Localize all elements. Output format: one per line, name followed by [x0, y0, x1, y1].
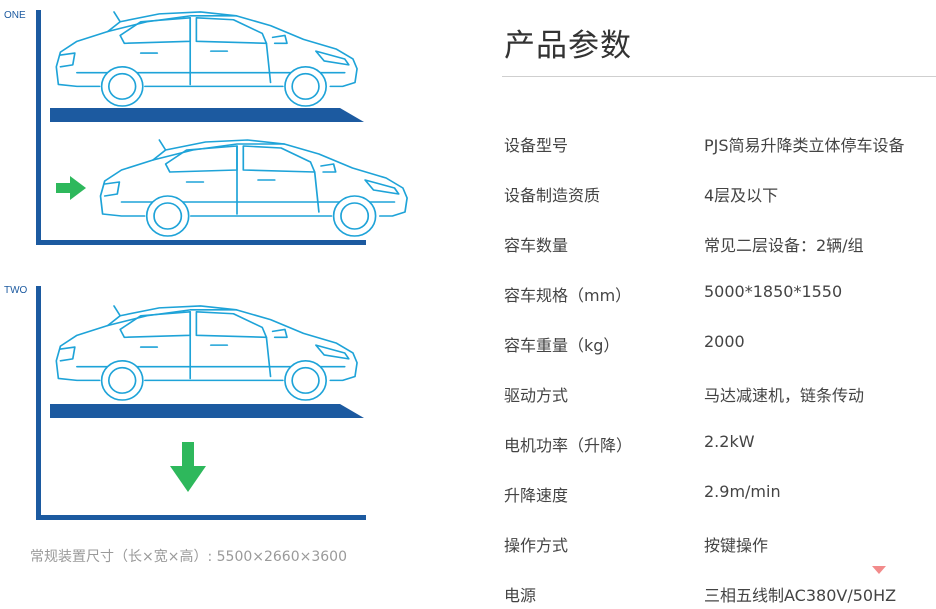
- scroll-marker-icon[interactable]: [872, 566, 886, 574]
- param-key: 电机功率（升降）: [504, 436, 633, 455]
- param-key: 操作方式: [504, 536, 569, 555]
- param-key: 设备制造资质: [504, 186, 601, 205]
- param-key: 容车数量: [504, 236, 569, 255]
- param-row: 容车规格（mm） 5000*1850*1550: [502, 282, 936, 306]
- param-row: 电机功率（升降） 2.2kW: [502, 432, 936, 456]
- param-value: 按键操作: [704, 536, 769, 555]
- car-upper-one: [55, 11, 358, 107]
- ground-two: [36, 515, 366, 520]
- column-two: [36, 286, 41, 520]
- parking-diagram: ONE TWO 常规装置尺寸（长×宽×高）: 5500×2660×3600: [4, 10, 408, 565]
- column-one: [36, 10, 41, 245]
- param-value: 4层及以下: [704, 186, 779, 205]
- arrow-down-icon: [170, 442, 206, 492]
- param-value: 2000: [704, 332, 745, 351]
- ground-one: [36, 240, 366, 245]
- label-two: TWO: [4, 285, 28, 296]
- car-two: [55, 305, 358, 401]
- param-key: 容车重量（kg）: [504, 336, 620, 355]
- param-row: 电源 三相五线制AC380V/50HZ: [502, 582, 936, 606]
- car-lower-one: [99, 139, 408, 237]
- platform-one: [50, 108, 364, 122]
- param-key: 容车规格（mm）: [504, 286, 632, 305]
- param-key: 设备型号: [504, 136, 569, 155]
- param-value: 2.9m/min: [704, 482, 781, 501]
- param-value: 三相五线制AC380V/50HZ: [704, 586, 897, 605]
- param-row: 驱动方式 马达减速机，链条传动: [502, 382, 936, 406]
- title-divider: [502, 76, 936, 77]
- arrow-right-icon: [56, 176, 86, 200]
- param-row: 设备制造资质 4层及以下: [502, 182, 936, 206]
- param-row: 操作方式 按键操作: [502, 532, 936, 556]
- param-row: 容车重量（kg） 2000: [502, 332, 936, 356]
- param-key: 驱动方式: [504, 386, 569, 405]
- param-key: 电源: [504, 586, 537, 605]
- param-value: 常见二层设备：2辆/组: [704, 236, 864, 255]
- param-row: 容车数量 常见二层设备：2辆/组: [502, 232, 936, 256]
- label-one: ONE: [4, 10, 26, 21]
- param-row: 升降速度 2.9m/min: [502, 482, 936, 506]
- dimension-note: 常规装置尺寸（长×宽×高）: 5500×2660×3600: [30, 549, 347, 565]
- param-value: 马达减速机，链条传动: [704, 386, 865, 405]
- param-key: 升降速度: [504, 486, 569, 505]
- param-value: 2.2kW: [704, 432, 755, 451]
- product-params: 产品参数 设备型号 PJS简易升降类立体停车设备 设备制造资质 4层及以下 容车…: [502, 0, 936, 609]
- platform-two: [50, 404, 364, 418]
- param-value: PJS简易升降类立体停车设备: [704, 136, 905, 155]
- diagram-svg: [36, 10, 408, 520]
- param-row: 设备型号 PJS简易升降类立体停车设备: [502, 132, 936, 156]
- param-value: 5000*1850*1550: [704, 282, 843, 301]
- page-title: 产品参数: [504, 28, 632, 64]
